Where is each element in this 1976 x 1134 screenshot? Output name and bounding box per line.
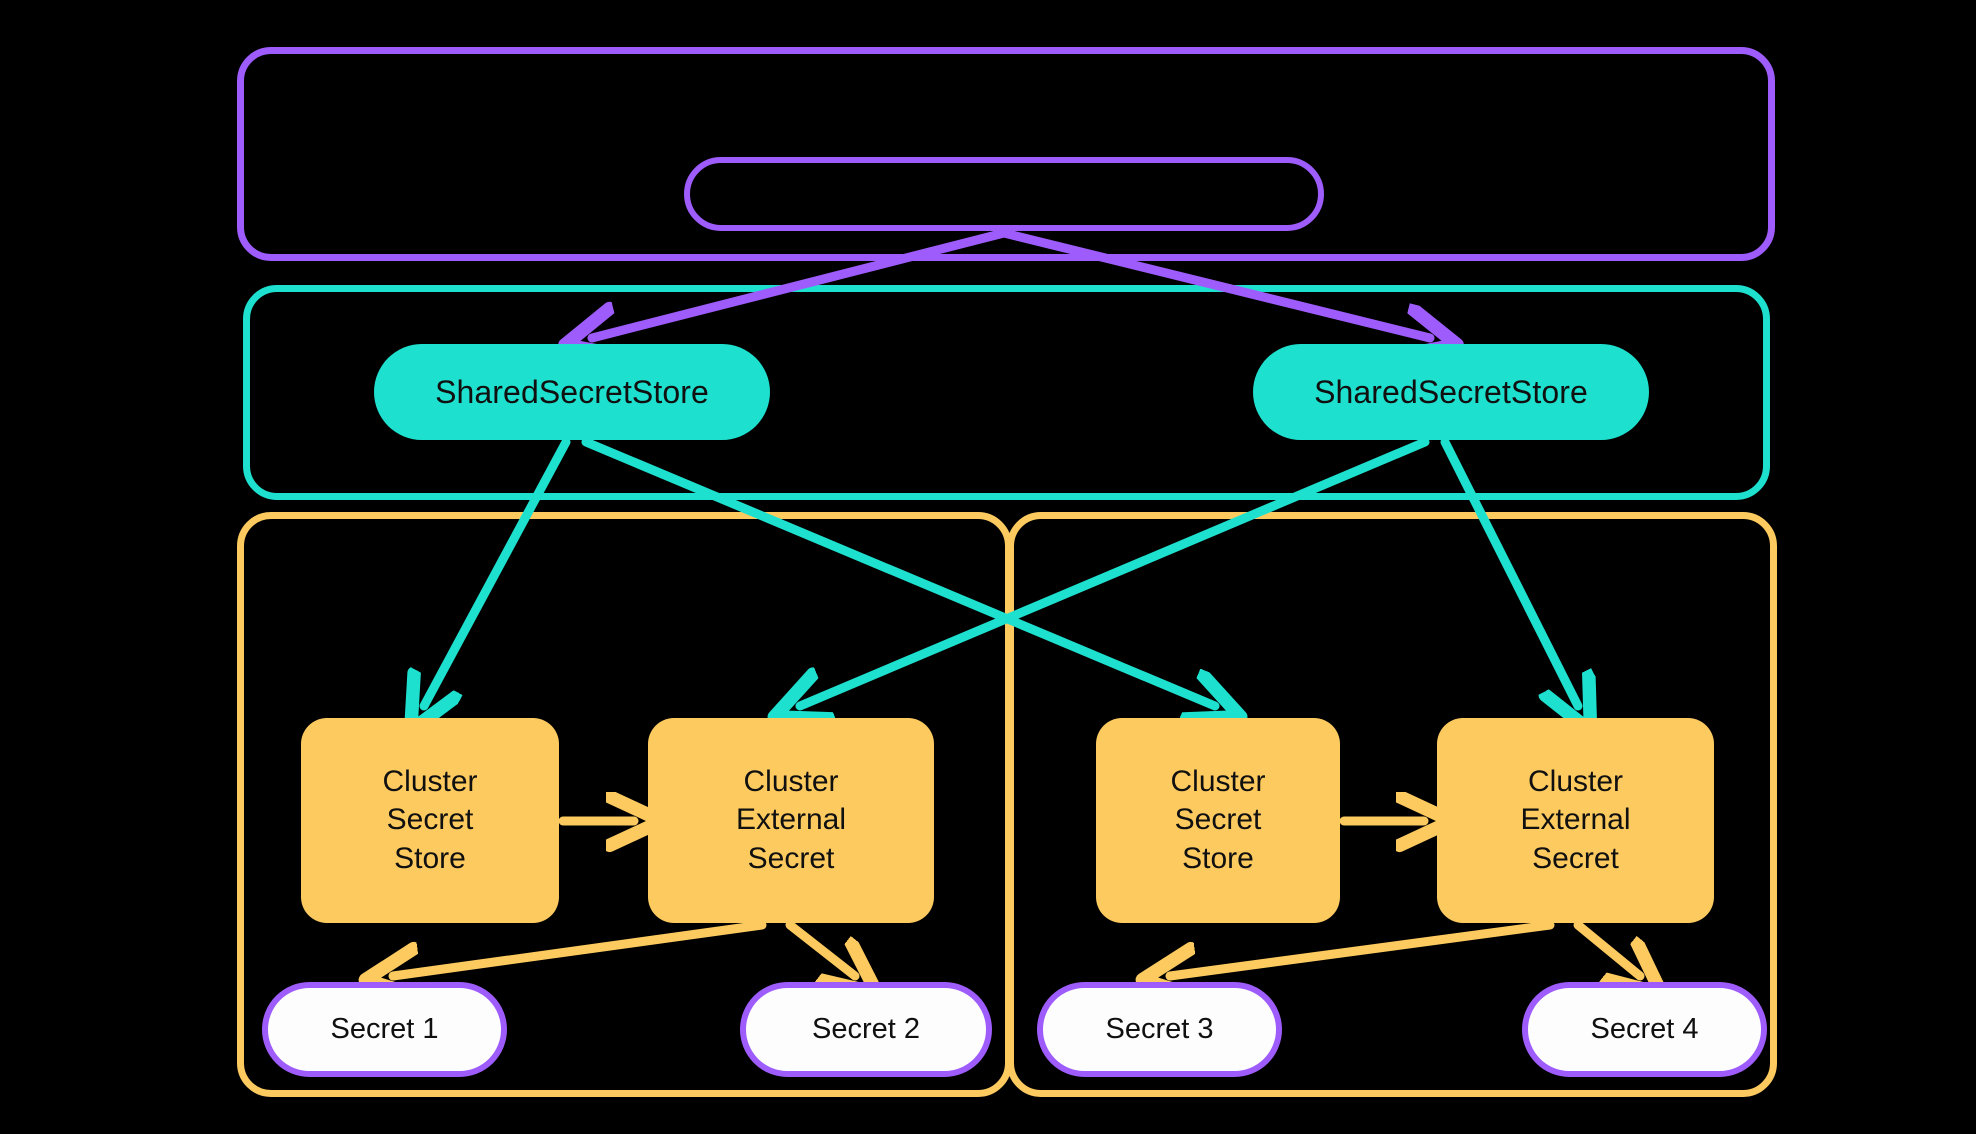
node-cluster-secret-store-right[interactable]: Cluster Secret Store [1096, 718, 1340, 923]
node-line-1: Cluster [1170, 764, 1266, 798]
node-secret-1[interactable]: Secret 1 [262, 982, 507, 1077]
node-shared-secret-store-right[interactable]: SharedSecretStore [1253, 344, 1649, 440]
node-line-2: Secret [386, 803, 474, 837]
node-cluster-secret-store-global[interactable] [684, 157, 1324, 231]
node-cluster-secret-store-left[interactable]: Cluster Secret Store [301, 718, 559, 923]
node-line-3: Secret [747, 841, 835, 875]
node-secret-2[interactable]: Secret 2 [740, 982, 992, 1077]
node-line-2: Secret [1174, 803, 1262, 837]
node-secret-4[interactable]: Secret 4 [1522, 982, 1767, 1077]
node-line-1: Cluster [382, 764, 478, 798]
node-shared-secret-store-left[interactable]: SharedSecretStore [374, 344, 770, 440]
node-line-2: External [1520, 803, 1631, 837]
node-line-3: Store [394, 841, 466, 875]
node-cluster-external-secret-left[interactable]: Cluster External Secret [648, 718, 934, 923]
node-line-2: External [735, 803, 847, 837]
node-line-1: Cluster [743, 764, 839, 798]
node-line-3: Secret [1532, 841, 1619, 875]
node-line-1: Cluster [1527, 764, 1624, 798]
node-secret-3[interactable]: Secret 3 [1037, 982, 1282, 1077]
node-line-3: Store [1182, 841, 1254, 875]
node-cluster-external-secret-right[interactable]: Cluster External Secret [1437, 718, 1714, 923]
